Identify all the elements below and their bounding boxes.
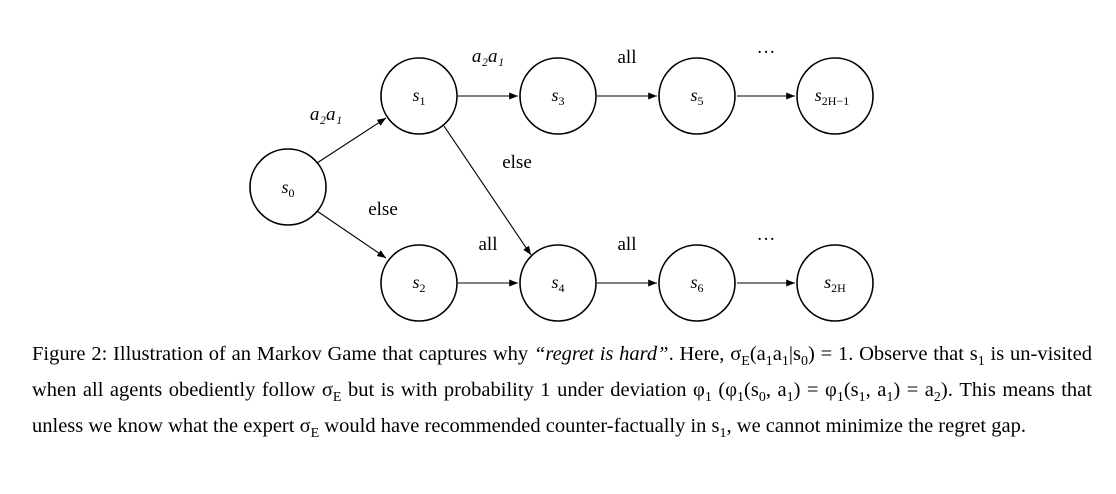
label-s1-s3: a₂a₁: [472, 46, 504, 67]
svg-text:s2H−1: s2H−1: [815, 85, 849, 108]
node-s2H-1: s2H−1: [796, 57, 874, 135]
label-s1-s4: else: [502, 152, 532, 173]
edge-s0-s2: [316, 210, 387, 259]
node-s6: s6: [658, 244, 736, 322]
svg-text:s0: s0: [281, 177, 294, 200]
svg-text:s3: s3: [551, 85, 564, 108]
label-s0-s2: else: [368, 199, 398, 220]
edge-s1-s4: [443, 125, 532, 256]
label-s2-s4: all: [479, 234, 498, 255]
ellipsis-top: ···: [757, 42, 776, 63]
node-s2H: s2H: [796, 244, 874, 322]
svg-text:s5: s5: [690, 85, 703, 108]
label-s4-s6: all: [618, 234, 637, 255]
label-s3-s5: all: [618, 47, 637, 68]
node-s0: s0: [249, 148, 327, 226]
svg-text:s6: s6: [690, 272, 703, 295]
figure-caption: Figure 2: Illustration of an Markov Game…: [32, 343, 1092, 442]
label-s0-s1: a₂a₁: [310, 104, 342, 125]
ellipsis-bottom: ···: [757, 229, 776, 250]
node-s1: s1: [380, 57, 458, 135]
svg-text:s2: s2: [412, 272, 425, 295]
svg-text:s1: s1: [412, 85, 425, 108]
node-s5: s5: [658, 57, 736, 135]
svg-text:s4: s4: [551, 272, 564, 295]
svg-text:s2H: s2H: [824, 272, 846, 295]
node-s3: s3: [519, 57, 597, 135]
node-s4: s4: [519, 244, 597, 322]
node-s2: s2: [380, 244, 458, 322]
edge-s0-s1: [316, 117, 387, 164]
markov-game-diagram: s0 s1 s2 s3 s4 s5 s6 s2H−1 s2H a₂a₁ else…: [249, 42, 874, 322]
